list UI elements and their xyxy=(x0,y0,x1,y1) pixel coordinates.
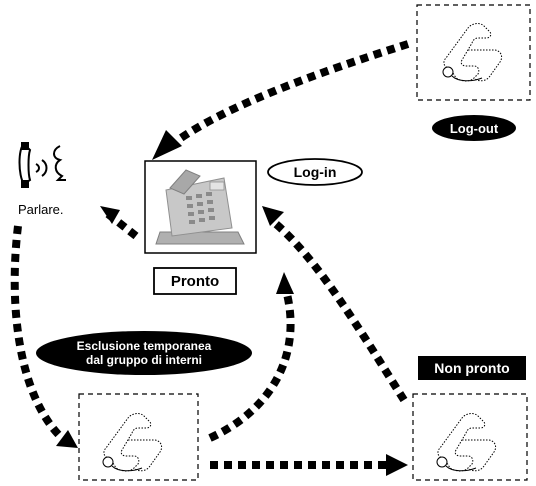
arrowhead-speaking xyxy=(100,206,120,224)
telephone-outline-icon xyxy=(102,413,163,472)
arrow-exclusion-to-ready xyxy=(208,288,295,442)
ready-badge: Pronto xyxy=(153,267,237,295)
ready-label: Pronto xyxy=(171,273,219,290)
arrow-not-ready-to-ready xyxy=(273,220,408,403)
logout-phone-box xyxy=(416,4,531,101)
logout-badge: Log-out xyxy=(432,115,516,141)
logout-label: Log-out xyxy=(450,121,499,136)
arrowhead-not-ready xyxy=(386,454,408,476)
login-badge: Log-in xyxy=(267,158,363,186)
exclusion-label-line1: Esclusione temporanea xyxy=(77,339,212,353)
speak-label: Parlare. xyxy=(18,202,64,217)
telephone-outline-icon xyxy=(436,413,497,472)
arrowhead-ready-top xyxy=(152,130,182,160)
arrowhead-ready-bottom xyxy=(276,272,294,294)
exclusion-label-line2: dal gruppo di interni xyxy=(86,353,202,367)
not-ready-label: Non pronto xyxy=(434,360,509,376)
desk-phone-icon xyxy=(144,160,257,254)
not-ready-phone-box xyxy=(412,393,528,481)
arrow-logout-to-ready xyxy=(175,40,410,144)
phone-speaking-icon xyxy=(18,142,66,188)
arrowhead-exclusion xyxy=(56,430,78,448)
arrow-speaking-to-exclusion xyxy=(10,225,67,443)
login-label: Log-in xyxy=(294,164,337,180)
exclusion-phone-box xyxy=(78,393,199,481)
arrowhead-ready-right xyxy=(262,206,284,226)
exclusion-badge: Esclusione temporanea dal gruppo di inte… xyxy=(36,331,252,375)
not-ready-badge: Non pronto xyxy=(418,356,526,380)
telephone-outline-icon xyxy=(442,23,503,82)
